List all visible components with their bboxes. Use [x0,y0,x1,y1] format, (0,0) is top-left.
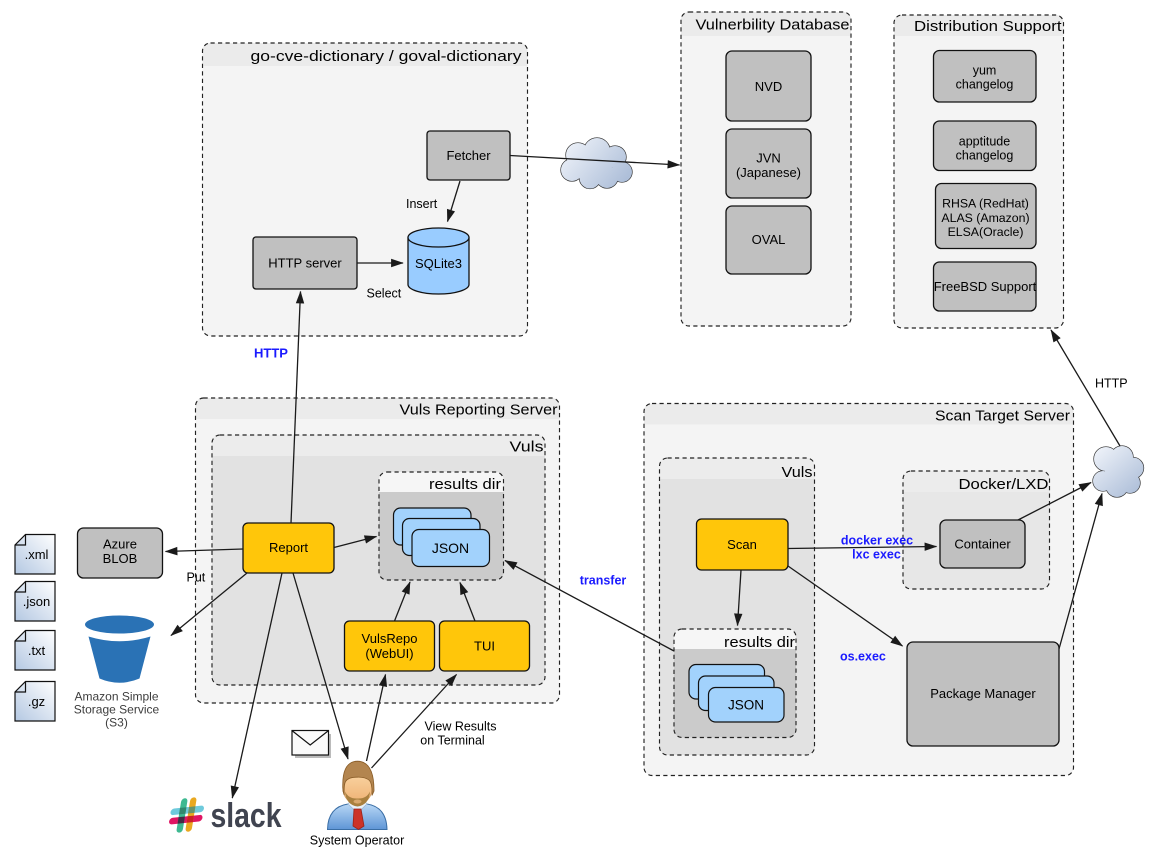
svg-text:.xml: .xml [25,547,49,562]
svg-text:Vuls Reporting Server: Vuls Reporting Server [400,403,558,419]
svg-text:(S3): (S3) [105,716,128,730]
svg-text:Fetcher: Fetcher [446,148,491,163]
svg-text:Insert: Insert [406,197,438,211]
svg-text:Scan: Scan [727,537,757,552]
svg-text:SQLite3: SQLite3 [415,256,462,271]
svg-text:Select: Select [367,287,402,301]
svg-text:BLOB: BLOB [103,551,138,566]
svg-text:yum: yum [973,64,997,78]
svg-text:JSON: JSON [432,540,469,556]
svg-text:Storage Service: Storage Service [74,703,160,717]
svg-text:transfer: transfer [580,574,627,588]
svg-text:VulsRepo: VulsRepo [362,631,418,646]
svg-text:(Japanese): (Japanese) [736,165,801,180]
svg-text:Amazon Simple: Amazon Simple [74,690,158,704]
svg-text:Package Manager: Package Manager [930,686,1036,701]
svg-text:Docker/LXD: Docker/LXD [959,477,1049,493]
svg-text:changelog: changelog [956,149,1014,163]
svg-text:lxc exec: lxc exec [852,548,901,562]
svg-text:results dir: results dir [724,635,795,651]
svg-text:results dir: results dir [429,477,501,493]
svg-text:on Terminal: on Terminal [420,734,484,748]
svg-text:Report: Report [269,540,308,555]
svg-text:(WebUI): (WebUI) [365,646,413,661]
svg-text:Scan Target Server: Scan Target Server [935,409,1070,425]
svg-text:JVN: JVN [756,151,781,166]
svg-text:View Results: View Results [424,720,496,734]
svg-text:ALAS (Amazon): ALAS (Amazon) [941,211,1029,225]
svg-text:go-cve-dictionary / goval-dict: go-cve-dictionary / goval-dictionary [251,49,523,65]
svg-text:HTTP: HTTP [254,346,288,361]
svg-text:.gz: .gz [28,694,45,709]
svg-text:NVD: NVD [755,79,782,94]
svg-text:TUI: TUI [474,639,495,654]
svg-text:HTTP: HTTP [1095,377,1128,391]
svg-text:JSON: JSON [728,698,764,713]
svg-text:RHSA (RedHat): RHSA (RedHat) [942,197,1029,211]
svg-text:apptitude: apptitude [959,135,1010,149]
svg-text:Vuls: Vuls [782,465,813,481]
svg-text:HTTP server: HTTP server [268,256,342,271]
svg-text:.txt: .txt [28,643,46,658]
svg-text:Vulnerbility Database: Vulnerbility Database [696,18,850,34]
svg-text:Vuls: Vuls [510,440,544,456]
svg-text:Put: Put [187,571,206,585]
svg-text:ELSA(Oracle): ELSA(Oracle) [948,225,1024,239]
svg-text:os.exec: os.exec [840,650,886,664]
svg-text:changelog: changelog [956,78,1014,92]
svg-text:FreeBSD Support: FreeBSD Support [934,279,1037,294]
svg-text:OVAL: OVAL [752,232,786,247]
svg-text:docker exec: docker exec [841,534,913,548]
svg-text:slack: slack [211,797,282,835]
svg-text:Distribution Support: Distribution Support [914,19,1062,35]
svg-text:.json: .json [23,594,50,609]
svg-text:Container: Container [954,537,1011,552]
svg-text:System Operator: System Operator [310,834,404,848]
svg-text:Azure: Azure [103,537,137,552]
